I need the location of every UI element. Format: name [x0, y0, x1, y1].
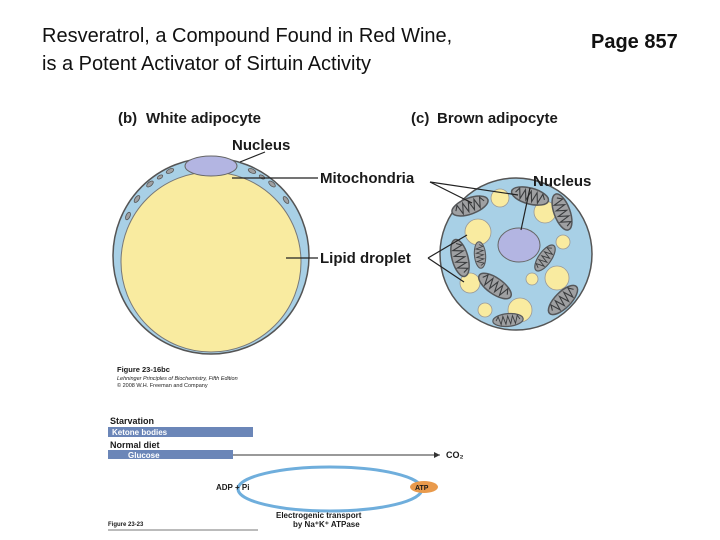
pathway-caption: Figure 23-23 [108, 522, 144, 528]
transport-line-2: by Na⁺K⁺ ATPase [293, 520, 360, 529]
label-mitochondria: Mitochondria [320, 170, 415, 187]
glucose-bar [108, 450, 233, 459]
panel-c-letter: (c) [411, 110, 429, 127]
brown-lipid-droplets [459, 188, 571, 323]
co2-arrowhead [434, 452, 440, 458]
white-nucleus [184, 155, 238, 177]
white-adipocyte [112, 155, 310, 355]
label-nucleus-brown: Nucleus [533, 173, 591, 190]
ketone-bodies-bar [108, 427, 253, 437]
normal-diet-label: Normal diet [110, 440, 160, 450]
glucose-label: Glucose [128, 451, 160, 460]
title-line-1: Resveratrol, a Compound Found in Red Win… [42, 25, 453, 47]
atp-cycle-ring [236, 465, 424, 513]
co2-label: CO₂ [446, 450, 464, 460]
slide-title: Resveratrol, a Compound Found in Red Win… [42, 22, 582, 78]
caption-figure-number: Figure 23-16bc [117, 365, 170, 374]
white-mitochondria [125, 168, 290, 221]
ketone-bodies-label: Ketone bodies [112, 428, 168, 437]
atp-badge [410, 481, 438, 493]
page-reference: Page 857 [591, 31, 678, 53]
panel-b-title: White adipocyte [146, 110, 261, 127]
title-line-2: is a Potent Activator of Sirtuin Activit… [42, 53, 372, 75]
atp-label: ATP [415, 485, 429, 492]
starvation-label: Starvation [110, 416, 154, 426]
brown-nucleus [497, 227, 541, 263]
label-nucleus-white: Nucleus [232, 137, 290, 154]
caption-book: Lehninger Principles of Biochemistry, Fi… [117, 376, 238, 382]
brown-adipocyte [439, 177, 593, 331]
adp-pi-label: ADP + Pi [216, 483, 249, 492]
white-lipid-droplet [120, 171, 302, 353]
pathway-diagram: Starvation Ketone bodies Normal diet Glu… [108, 416, 464, 531]
transport-line-1: Electrogenic transport [276, 511, 362, 520]
panel-c-title: Brown adipocyte [437, 110, 558, 127]
leader-lines [232, 151, 531, 283]
panel-b-letter: (b) [118, 110, 137, 127]
label-lipid-droplet: Lipid droplet [320, 250, 411, 267]
caption-copyright: © 2008 W.H. Freeman and Company [117, 382, 208, 389]
pathway-caption-rule [108, 529, 258, 531]
